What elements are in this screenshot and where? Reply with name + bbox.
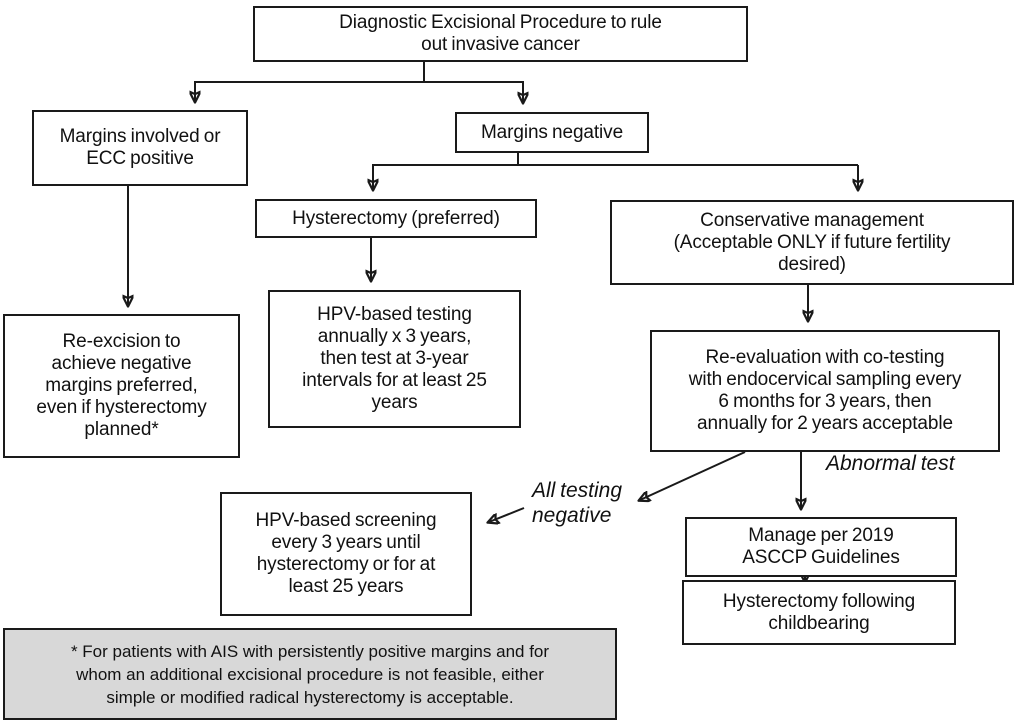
node-re-evaluation-co-testing: Re-evaluation with co-testing with endoc… (650, 330, 1000, 452)
node-hysterectomy-following-childbearing: Hysterectomy following childbearing (682, 580, 956, 645)
node-re-excision: Re-excision to achieve negative margins … (3, 314, 240, 458)
node-hysterectomy-preferred: Hysterectomy (preferred) (255, 199, 537, 238)
edge-all-testing-negative-lower (489, 507, 525, 522)
footnote-box: * For patients with AIS with persistentl… (3, 628, 617, 720)
node-margins-involved-ecc-positive: Margins involved or ECC positive (32, 110, 248, 186)
node-hpv-based-testing: HPV-based testing annually x 3 years, th… (268, 290, 521, 428)
node-manage-per-2019-asccp-guidelines: Manage per 2019 ASCCP Guidelines (685, 517, 957, 577)
edge-label-all-testing-negative: All testing negative (532, 479, 623, 527)
edge-root-branch (194, 61, 524, 102)
node-margins-negative: Margins negative (455, 112, 649, 153)
node-hpv-based-screening: HPV-based screening every 3 years until … (220, 492, 472, 616)
node-diagnostic-excisional-procedure: Diagnostic Excisional Procedure to rule … (253, 6, 748, 62)
node-conservative-management: Conservative management (Acceptable ONLY… (610, 200, 1014, 285)
edge-label-abnormal-test: Abnormal test (826, 452, 955, 475)
edge-margins-negative-branch (372, 152, 858, 189)
edge-all-testing-negative-upper (640, 451, 746, 500)
